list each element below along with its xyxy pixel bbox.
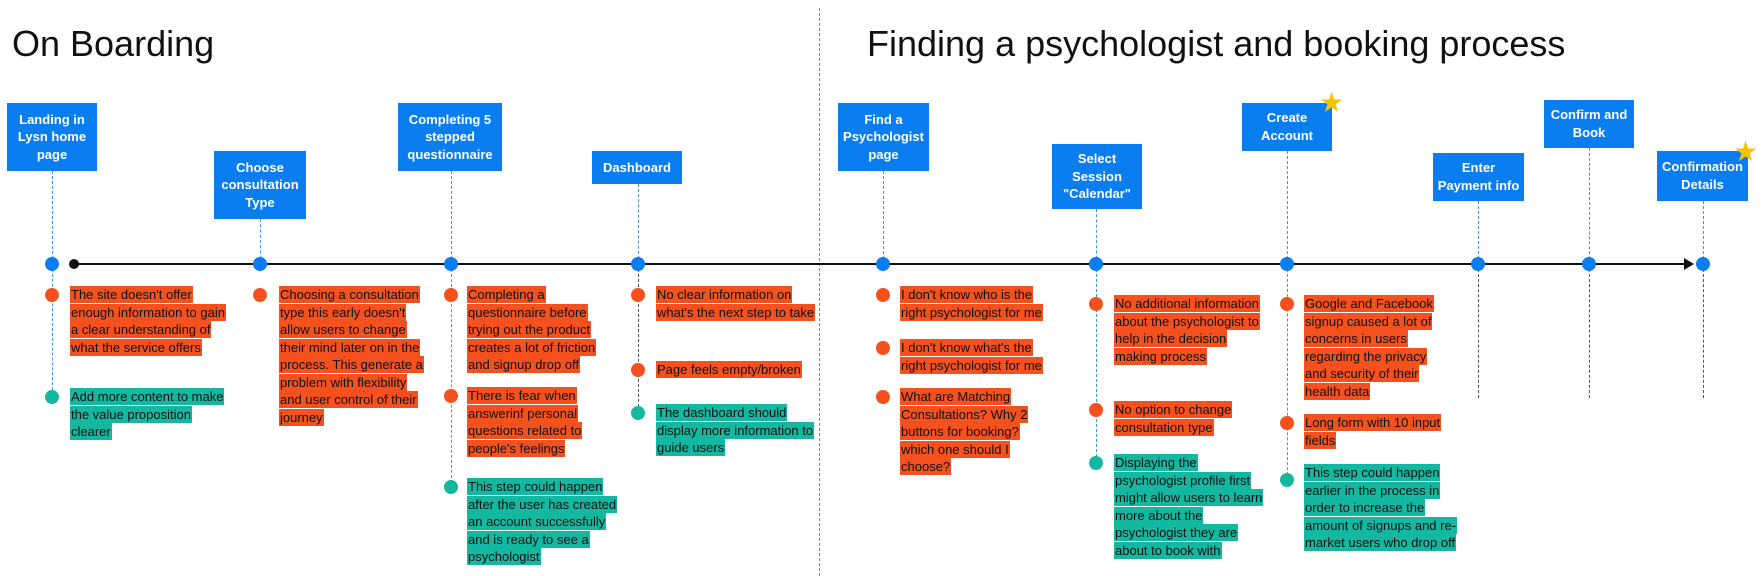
pain-point-note: No clear information on what's the next … (656, 286, 816, 321)
opportunity-note: Displaying the psychologist profile firs… (1114, 454, 1269, 559)
opportunity-dot (444, 480, 458, 494)
pain-point-note: No additional information about the psyc… (1114, 295, 1264, 365)
stage-connector (52, 171, 53, 264)
pain-point-dot (631, 363, 645, 377)
note-text: Long form with 10 input fields (1304, 414, 1442, 449)
stage-marker (1696, 257, 1710, 271)
pain-point-note: The site doesn't offer enough informatio… (70, 286, 230, 356)
note-text: Completing a questionnaire before trying… (467, 286, 597, 373)
pain-point-dot (876, 341, 890, 355)
stage-box: Confirm and Book (1544, 100, 1634, 148)
stage-marker (631, 257, 645, 271)
stage-notes-connector (1096, 264, 1097, 462)
note-text: I don't know what's the right psychologi… (900, 339, 1043, 374)
stage-connector (1478, 201, 1479, 264)
stage-box: Landing in Lysn home page (7, 103, 97, 171)
pain-point-dot (444, 389, 458, 403)
stage-connector (451, 171, 452, 264)
stage-box: Enter Payment info (1433, 153, 1524, 201)
pain-point-dot (1280, 297, 1294, 311)
stage-marker (1582, 257, 1596, 271)
pain-point-dot (876, 288, 890, 302)
stage-marker (45, 257, 59, 271)
timeline-arrow-icon (1684, 258, 1694, 270)
note-text: Add more content to make the value propo… (70, 388, 225, 440)
stage-notes-connector (1478, 264, 1479, 398)
pain-point-note: Long form with 10 input fields (1304, 414, 1454, 449)
pain-point-dot (876, 390, 890, 404)
note-text: Choosing a consultation type this early … (279, 286, 424, 426)
pain-point-note: Google and Facebook signup caused a lot … (1304, 295, 1444, 400)
stage-marker (1471, 257, 1485, 271)
note-text: There is fear when answerinf personal qu… (467, 387, 583, 457)
section-title-booking: Finding a psychologist and booking proce… (867, 23, 1566, 64)
timeline-start-dot (69, 259, 79, 269)
section-title-onboarding: On Boarding (12, 23, 215, 64)
pain-point-note: There is fear when answerinf personal qu… (467, 387, 617, 457)
note-text: No additional information about the psyc… (1114, 295, 1260, 365)
pain-point-note: Choosing a consultation type this early … (279, 286, 429, 426)
stage-marker (1280, 257, 1294, 271)
stage-box: Find a Psychologist page (838, 103, 929, 171)
star-icon: ★ (1319, 87, 1345, 118)
stage-connector (883, 171, 884, 264)
pain-point-note: Completing a questionnaire before trying… (467, 286, 617, 374)
stage-connector (1287, 151, 1288, 264)
opportunity-dot (45, 390, 59, 404)
stage-box: Create Account (1242, 103, 1332, 151)
stage-box: Select Session "Calendar" (1052, 144, 1142, 209)
pain-point-dot (1280, 416, 1294, 430)
note-text: The dashboard should display more inform… (656, 404, 815, 456)
stage-marker (876, 257, 890, 271)
stage-notes-connector (638, 264, 639, 412)
stage-connector (260, 219, 261, 264)
note-text: No option to change consultation type (1114, 401, 1233, 436)
note-text: What are Matching Consultations? Why 2 b… (900, 388, 1029, 475)
stage-notes-connector (1589, 264, 1590, 398)
note-text: This step could happen after the user ha… (467, 478, 618, 565)
stage-connector (1589, 148, 1590, 264)
section-divider (819, 8, 820, 576)
opportunity-note: This step could happen after the user ha… (467, 478, 622, 566)
pain-point-dot (45, 288, 59, 302)
note-text: Google and Facebook signup caused a lot … (1304, 295, 1434, 400)
stage-notes-connector (1287, 264, 1288, 480)
stage-box: Completing 5 stepped questionnaire (398, 103, 502, 171)
pain-point-note: I don't know what's the right psychologi… (900, 339, 1060, 374)
stage-marker (1089, 257, 1103, 271)
note-text: No clear information on what's the next … (656, 286, 816, 321)
star-icon: ★ (1733, 136, 1759, 167)
stage-marker (444, 257, 458, 271)
stage-connector (1096, 209, 1097, 264)
note-text: The site doesn't offer enough informatio… (70, 286, 226, 356)
stage-notes-connector (451, 264, 452, 488)
note-text: This step could happen earlier in the pr… (1304, 464, 1458, 551)
stage-box: Dashboard (592, 151, 682, 184)
pain-point-dot (253, 288, 267, 302)
opportunity-note: Add more content to make the value propo… (70, 388, 230, 441)
stage-connector (638, 184, 639, 264)
stage-marker (253, 257, 267, 271)
stage-box: Choose consultation Type (214, 151, 306, 219)
pain-point-note: No option to change consultation type (1114, 401, 1264, 436)
opportunity-note: This step could happen earlier in the pr… (1304, 464, 1464, 552)
note-text: Page feels empty/broken (656, 361, 802, 378)
pain-point-dot (1089, 403, 1103, 417)
stage-notes-connector (1703, 264, 1704, 398)
pain-point-note: Page feels empty/broken (656, 361, 816, 379)
note-text: I don't know who is the right psychologi… (900, 286, 1043, 321)
pain-point-dot (631, 288, 645, 302)
stage-connector (1703, 201, 1704, 264)
opportunity-dot (631, 406, 645, 420)
opportunity-dot (1280, 473, 1294, 487)
pain-point-dot (1089, 297, 1103, 311)
pain-point-note: I don't know who is the right psychologi… (900, 286, 1060, 321)
pain-point-dot (444, 288, 458, 302)
opportunity-note: The dashboard should display more inform… (656, 404, 816, 457)
note-text: Displaying the psychologist profile firs… (1114, 454, 1264, 559)
stage-box: Confirmation Details (1657, 151, 1748, 201)
stage-notes-connector (52, 264, 53, 395)
pain-point-note: What are Matching Consultations? Why 2 b… (900, 388, 1030, 476)
opportunity-dot (1089, 456, 1103, 470)
